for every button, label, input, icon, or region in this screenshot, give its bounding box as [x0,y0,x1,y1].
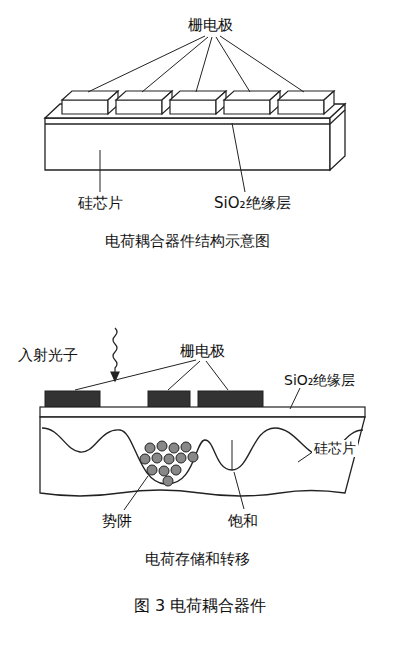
sub-caption: 电荷存储和转移 [143,550,252,568]
charge [169,443,179,453]
leader-lines [75,360,314,510]
chip-front [45,118,330,170]
photon-label: 入射光子 [16,346,80,364]
charge-packets [140,441,327,486]
charge [171,465,181,475]
potential-well-curve [42,428,363,484]
photon-arrow [111,328,119,381]
gate-electrodes [45,391,263,407]
charge [147,465,157,475]
gate-electrode [170,91,226,114]
gate-electrode [116,91,172,114]
saturation-line [232,440,233,470]
charge [181,442,191,452]
gate-electrode-label: 栅电极 [178,342,227,360]
saturation-label: 饱和 [226,512,260,530]
sub-caption: 电荷耦合器件结构示意图 [103,232,272,250]
charge [140,454,150,464]
charge [152,453,162,463]
charge [188,452,198,462]
charge [157,441,167,451]
potential-well-label: 势阱 [100,512,134,530]
silicon-chip [40,417,365,496]
gate-electrodes [62,91,334,114]
silicon-chip-label: 硅芯片 [76,194,125,212]
charge [176,453,186,463]
oxide-layer [40,407,365,417]
leader-lines [88,36,304,192]
gate-electrode-label: 栅电极 [186,16,235,34]
oxide-layer-line [330,110,345,124]
gate-electrode [62,91,118,114]
charge [159,466,169,476]
oxide-layer-line [45,123,330,124]
oxide-layer-label: SiO₂绝缘层 [282,372,357,389]
oxide-layer-label: SiO₂绝缘层 [212,194,293,212]
gate-electrode [278,91,334,114]
figure-caption: 图 3 电荷耦合器件 [132,596,268,615]
gate-electrode [224,91,280,114]
chip-side [330,104,345,170]
charge [164,454,174,464]
charge [145,443,155,453]
charge [163,476,173,486]
silicon-chip-label: 硅芯片 [312,440,358,457]
